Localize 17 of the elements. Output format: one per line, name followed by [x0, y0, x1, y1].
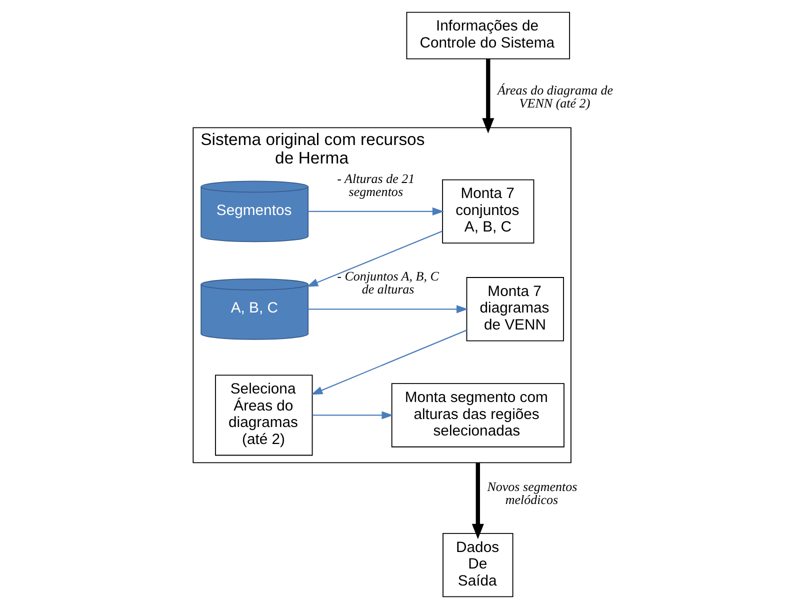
arrow	[308, 207, 444, 216]
arrow	[311, 330, 467, 395]
edge-label: Novos segmentos melódicos	[487, 478, 578, 507]
arrow	[312, 411, 394, 420]
edge-label: - Alturas de 21 segmentos	[337, 170, 415, 199]
arrow	[482, 58, 494, 134]
arrow	[308, 305, 468, 314]
node-box: Monta segmento com alturas das regiões selecionadas	[391, 383, 564, 448]
node-box: Dados De Saída	[442, 532, 514, 598]
edge-label: - Conjuntos A, B, C de alturas	[337, 268, 439, 297]
arrow	[472, 462, 484, 540]
arrow	[306, 230, 442, 287]
node-box: Seleciona Áreas do diagramas (até 2)	[215, 374, 313, 456]
node-box: Informações de Controle do Sistema	[406, 12, 570, 60]
node-box: Monta 7 diagramas de VENN	[466, 277, 564, 342]
edge-label: Áreas do diagrama de VENN (até 2)	[497, 82, 614, 110]
node-box: Monta 7 conjuntos A, B, C	[442, 179, 534, 244]
